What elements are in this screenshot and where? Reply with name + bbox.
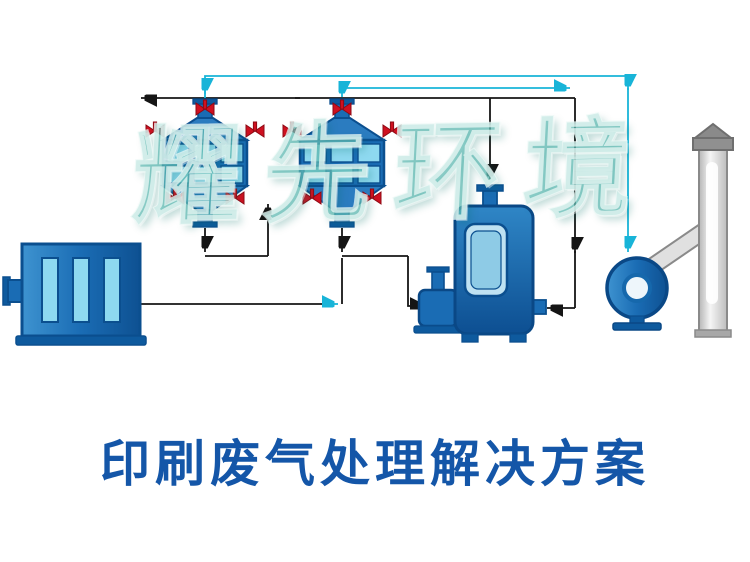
pipe-network-black [140, 98, 575, 308]
vessel-door-inner [470, 230, 502, 290]
vessel-right-stub [532, 299, 547, 315]
tower1-bottom-pipe [197, 209, 213, 223]
pre-filter-slat-3 [103, 257, 121, 323]
vessel-foot-right [509, 333, 527, 343]
pump-pipe [431, 271, 445, 292]
exhaust-chimney [692, 122, 734, 338]
valve-icon [382, 121, 402, 138]
fan-base [612, 322, 662, 331]
valve-icon [282, 121, 302, 138]
treatment-vessel [413, 184, 547, 343]
tower1-bottom-flange [192, 221, 218, 228]
pre-filter-base [15, 335, 147, 346]
chimney-cap-roof [692, 122, 734, 139]
pump-body [417, 288, 459, 328]
pipe-cyan-header [204, 75, 628, 98]
tower1-filter-grid [166, 143, 244, 184]
tower2-bottom-flange [329, 221, 355, 228]
valve-icon [245, 121, 265, 138]
vessel-foot-left [461, 333, 479, 343]
pre-filter-unit [2, 242, 147, 346]
tower1-top-cone [159, 117, 251, 141]
pre-filter-slat-1 [41, 257, 59, 323]
pipe-network-cyan [205, 76, 628, 304]
chimney-highlight [706, 162, 718, 304]
fan-blower [605, 256, 669, 331]
fan-inlet-eye [622, 273, 652, 303]
tower2-bottom-pipe [334, 209, 350, 223]
adsorption-tower-2 [296, 98, 388, 228]
chimney-base [694, 329, 732, 338]
chimney-cap-plate [692, 137, 734, 151]
pre-filter-slat-2 [72, 257, 90, 323]
valve-icon [145, 121, 165, 138]
adsorption-tower-1 [159, 98, 251, 228]
tower2-top-cone [296, 117, 388, 141]
diagram-title: 印刷废气处理解决方案 [100, 436, 650, 492]
tower2-filter-grid [303, 143, 381, 184]
